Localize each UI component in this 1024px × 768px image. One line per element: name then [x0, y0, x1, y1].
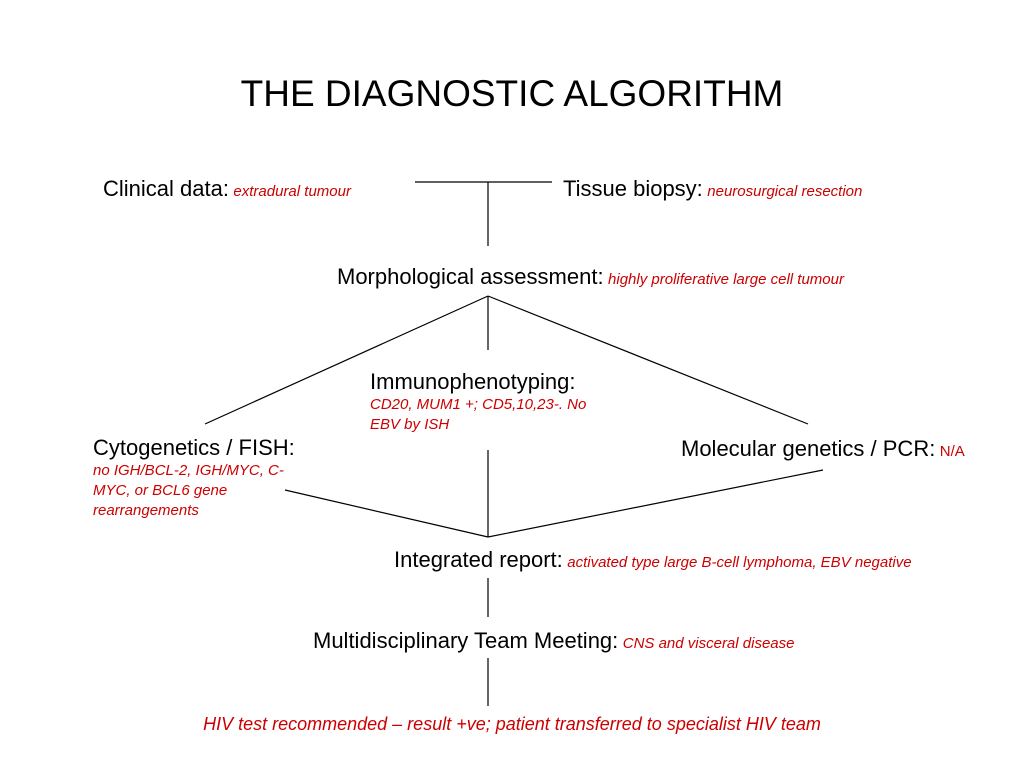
connector-morphology-molecular: [487, 295, 809, 425]
connector-cytogenetics-integrated: [284, 489, 489, 538]
connector-morphology-cytogenetics: [204, 295, 489, 425]
tissue-biopsy-label: Tissue biopsy:: [563, 176, 703, 201]
morphology-node: Morphological assessment: highly prolife…: [337, 264, 844, 290]
cytogenetics-note-line: rearrangements: [93, 502, 199, 519]
clinical-data-label: Clinical data:: [103, 176, 229, 201]
cytogenetics-node: Cytogenetics / FISH: no IGH/BCL-2, IGH/M…: [93, 435, 295, 521]
molecular-genetics-note: N/A: [939, 443, 965, 460]
mdt-node: Multidisciplinary Team Meeting: CNS and …: [313, 628, 794, 654]
cytogenetics-note-line: MYC, or BCL6 gene: [93, 482, 228, 499]
page-title: THE DIAGNOSTIC ALGORITHM: [240, 73, 784, 114]
clinical-data-note: extradural tumour: [233, 183, 351, 200]
conclusion-text: HIV test recommended – result +ve; patie…: [203, 714, 821, 734]
molecular-genetics-node: Molecular genetics / PCR: N/A: [681, 436, 965, 462]
clinical-data-node: Clinical data: extradural tumour: [103, 176, 351, 202]
integrated-report-node: Integrated report: activated type large …: [394, 547, 912, 573]
immunophenotyping-node: Immunophenotyping: CD20, MUM1 +; CD5,10,…: [370, 369, 586, 435]
connector-molecular-integrated: [487, 469, 824, 538]
integrated-report-label: Integrated report:: [394, 547, 563, 572]
immunophenotyping-note-line: CD20, MUM1 +; CD5,10,23-. No: [370, 396, 587, 413]
morphology-label: Morphological assessment:: [337, 264, 604, 289]
cytogenetics-note-line: no IGH/BCL-2, IGH/MYC, C-: [93, 462, 284, 479]
tissue-biopsy-node: Tissue biopsy: neurosurgical resection: [563, 176, 862, 202]
immunophenotyping-label: Immunophenotyping:: [370, 369, 576, 394]
mdt-label: Multidisciplinary Team Meeting:: [313, 628, 619, 653]
morphology-note: highly proliferative large cell tumour: [608, 271, 844, 288]
molecular-genetics-label: Molecular genetics / PCR:: [681, 436, 936, 461]
cytogenetics-label: Cytogenetics / FISH:: [93, 435, 295, 460]
tissue-biopsy-note: neurosurgical resection: [707, 183, 863, 200]
immunophenotyping-note-line: EBV by ISH: [370, 416, 450, 433]
integrated-report-note: activated type large B-cell lymphoma, EB…: [567, 554, 912, 571]
mdt-note: CNS and visceral disease: [622, 635, 795, 652]
